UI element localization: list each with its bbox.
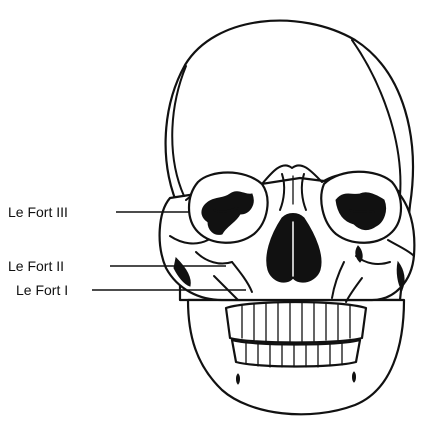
lower-teeth: [232, 340, 360, 367]
le-fort-ii-label: Le Fort II: [8, 258, 64, 274]
upper-teeth: [226, 302, 366, 343]
le-fort-iii-label: Le Fort III: [8, 204, 68, 220]
le-fort-i-label: Le Fort I: [16, 282, 68, 298]
right-mental-foramen: [353, 372, 356, 382]
left-mental-foramen: [237, 374, 240, 384]
